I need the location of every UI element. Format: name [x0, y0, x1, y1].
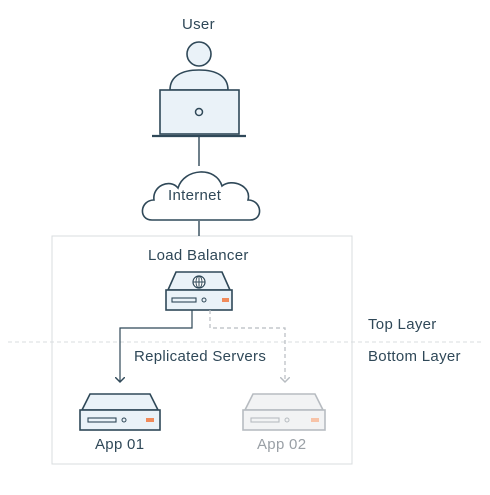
replicated-servers-label: Replicated Servers: [134, 348, 267, 365]
app01-server-icon: [79, 393, 161, 431]
connector-lb-app02: [209, 310, 285, 382]
cloud-icon: [141, 171, 261, 221]
bottom-layer-label: Bottom Layer: [368, 348, 461, 365]
app01-label: App 01: [95, 436, 145, 453]
app02-label: App 02: [257, 436, 307, 453]
laptop-icon: [152, 89, 246, 138]
internet-label: Internet: [168, 187, 222, 204]
app02-server-icon: [242, 393, 326, 431]
system-boundary-box: [51, 235, 353, 465]
user-label: User: [182, 16, 215, 33]
top-layer-label: Top Layer: [368, 316, 437, 333]
load-balancer-label: Load Balancer: [148, 247, 249, 264]
user-icon: [169, 41, 229, 91]
load-balancer-icon: [165, 271, 233, 311]
connector-lb-app01: [120, 310, 193, 382]
